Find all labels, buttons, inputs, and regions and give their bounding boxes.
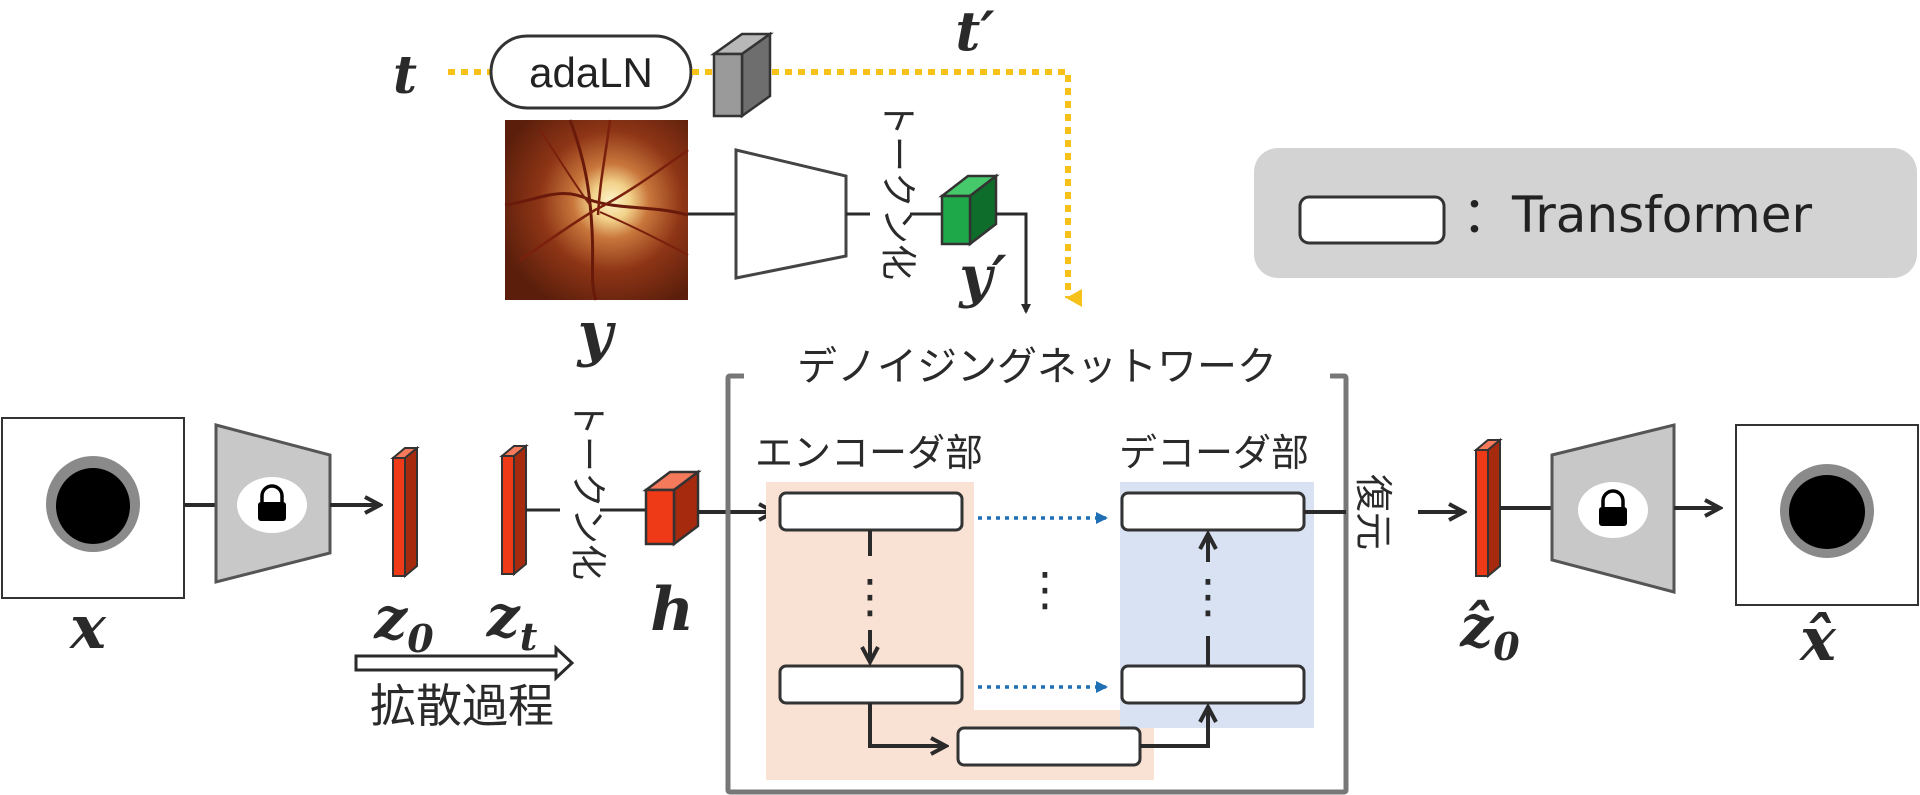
zt-label: zt	[486, 582, 538, 659]
h-label: h	[650, 575, 694, 645]
decoder-vdots: ⋮	[1185, 569, 1231, 623]
y-prime-to-network-arrow	[996, 212, 1031, 314]
encoder-to-middle-arrow	[868, 703, 946, 746]
middle-block	[956, 726, 1142, 767]
y-prime-token	[938, 173, 1000, 247]
legend-transformer-swatch	[1298, 195, 1446, 245]
lock-icon	[258, 484, 286, 521]
decoder-label: デコーダ部	[1119, 431, 1309, 475]
y-label: y	[576, 299, 617, 369]
denoising-network-frame	[725, 373, 1349, 795]
legend-panel	[1254, 148, 1917, 278]
middle-to-decoder-arrow	[1140, 707, 1208, 748]
tokenize-label-mid: トークン化	[567, 400, 608, 580]
x-label: x	[68, 593, 107, 663]
input-mask-inner	[56, 468, 130, 544]
tokenize-label-top: トークン化	[877, 100, 918, 280]
adaln-transformer-box	[489, 34, 693, 110]
t-prime-to-network-dotted	[772, 69, 1082, 307]
decoder-block-top	[1120, 491, 1306, 532]
encoder-block-top	[778, 491, 964, 532]
z0-hat-label: ẑ0	[1459, 592, 1520, 669]
denoising-network-title: デノイジングネットワーク	[797, 344, 1277, 390]
image-encoder-trapezoid	[734, 148, 848, 280]
legend-label: ：Transformer	[1462, 186, 1812, 244]
encoder-vdots: ⋮	[847, 569, 893, 623]
t-prime-token	[710, 31, 774, 119]
t-prime-label: t′	[955, 0, 994, 63]
fundus-image-y	[504, 119, 689, 301]
diffusion-process-label: 拡散過程	[370, 679, 554, 733]
restore-label: 復元	[1351, 474, 1395, 550]
z0-latent	[390, 445, 420, 579]
diffusion-process-arrow	[354, 644, 575, 682]
h-token	[642, 469, 702, 547]
middle-vdots: ⋮	[1022, 562, 1068, 616]
decoder-block-bottom	[1120, 664, 1306, 705]
zt-latent	[499, 443, 529, 577]
encoder-region	[766, 482, 1154, 780]
lock-icon	[1599, 489, 1627, 526]
x-hat-label: x̂	[1798, 605, 1837, 675]
encoder-label: エンコーダ部	[755, 431, 983, 475]
z0-hat-latent	[1473, 437, 1503, 579]
encoder-block-bottom	[778, 664, 964, 705]
y-prime-label: y′	[957, 244, 1007, 310]
z0-label: z0	[373, 584, 434, 661]
adaln-label: adaLN	[529, 49, 653, 96]
output-mask-inner	[1789, 475, 1865, 549]
t-label: t	[393, 45, 417, 106]
